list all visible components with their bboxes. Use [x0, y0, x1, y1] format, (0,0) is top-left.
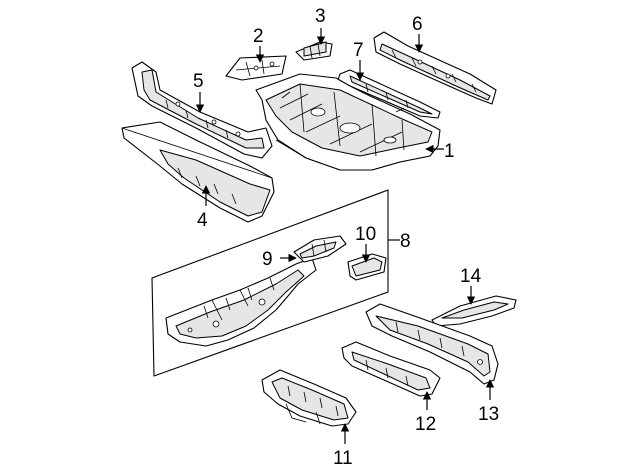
part-11-bracket[interactable]	[261, 369, 357, 427]
part-1-floor-pan[interactable]	[255, 73, 441, 171]
callout-8: 8	[400, 231, 411, 252]
part-4-sill[interactable]	[121, 121, 275, 223]
leader-lines	[195, 28, 495, 444]
callout-3: 3	[315, 6, 326, 27]
part-12-crossmember[interactable]	[341, 341, 441, 397]
callout-2: 2	[253, 26, 264, 47]
callout-14: 14	[460, 266, 482, 287]
part-8-frame-rail[interactable]	[165, 257, 317, 347]
callout-12: 12	[415, 414, 436, 435]
part-8-group-frame	[151, 189, 389, 377]
part-9-bracket[interactable]	[293, 235, 347, 263]
part-3-bracket[interactable]	[295, 41, 333, 61]
part-2-plate[interactable]	[225, 55, 287, 81]
part-13-crossmember[interactable]	[365, 303, 499, 385]
callout-labels: 1 2 3 4 5 6 7 8 9 10 11 12 13 14	[193, 6, 499, 469]
callout-5: 5	[193, 71, 204, 92]
callout-4: 4	[197, 210, 208, 231]
part-10-bracket[interactable]	[347, 253, 387, 281]
callout-7: 7	[353, 40, 364, 61]
part-14-bracket[interactable]	[431, 295, 517, 327]
callout-11: 11	[333, 448, 353, 469]
callout-13: 13	[478, 404, 499, 425]
callout-6: 6	[412, 14, 423, 35]
part-5-side-rail[interactable]	[131, 61, 273, 159]
callout-9: 9	[262, 249, 273, 270]
part-6-rail[interactable]	[373, 31, 497, 105]
callout-1: 1	[444, 141, 455, 162]
callout-10: 10	[355, 224, 376, 245]
